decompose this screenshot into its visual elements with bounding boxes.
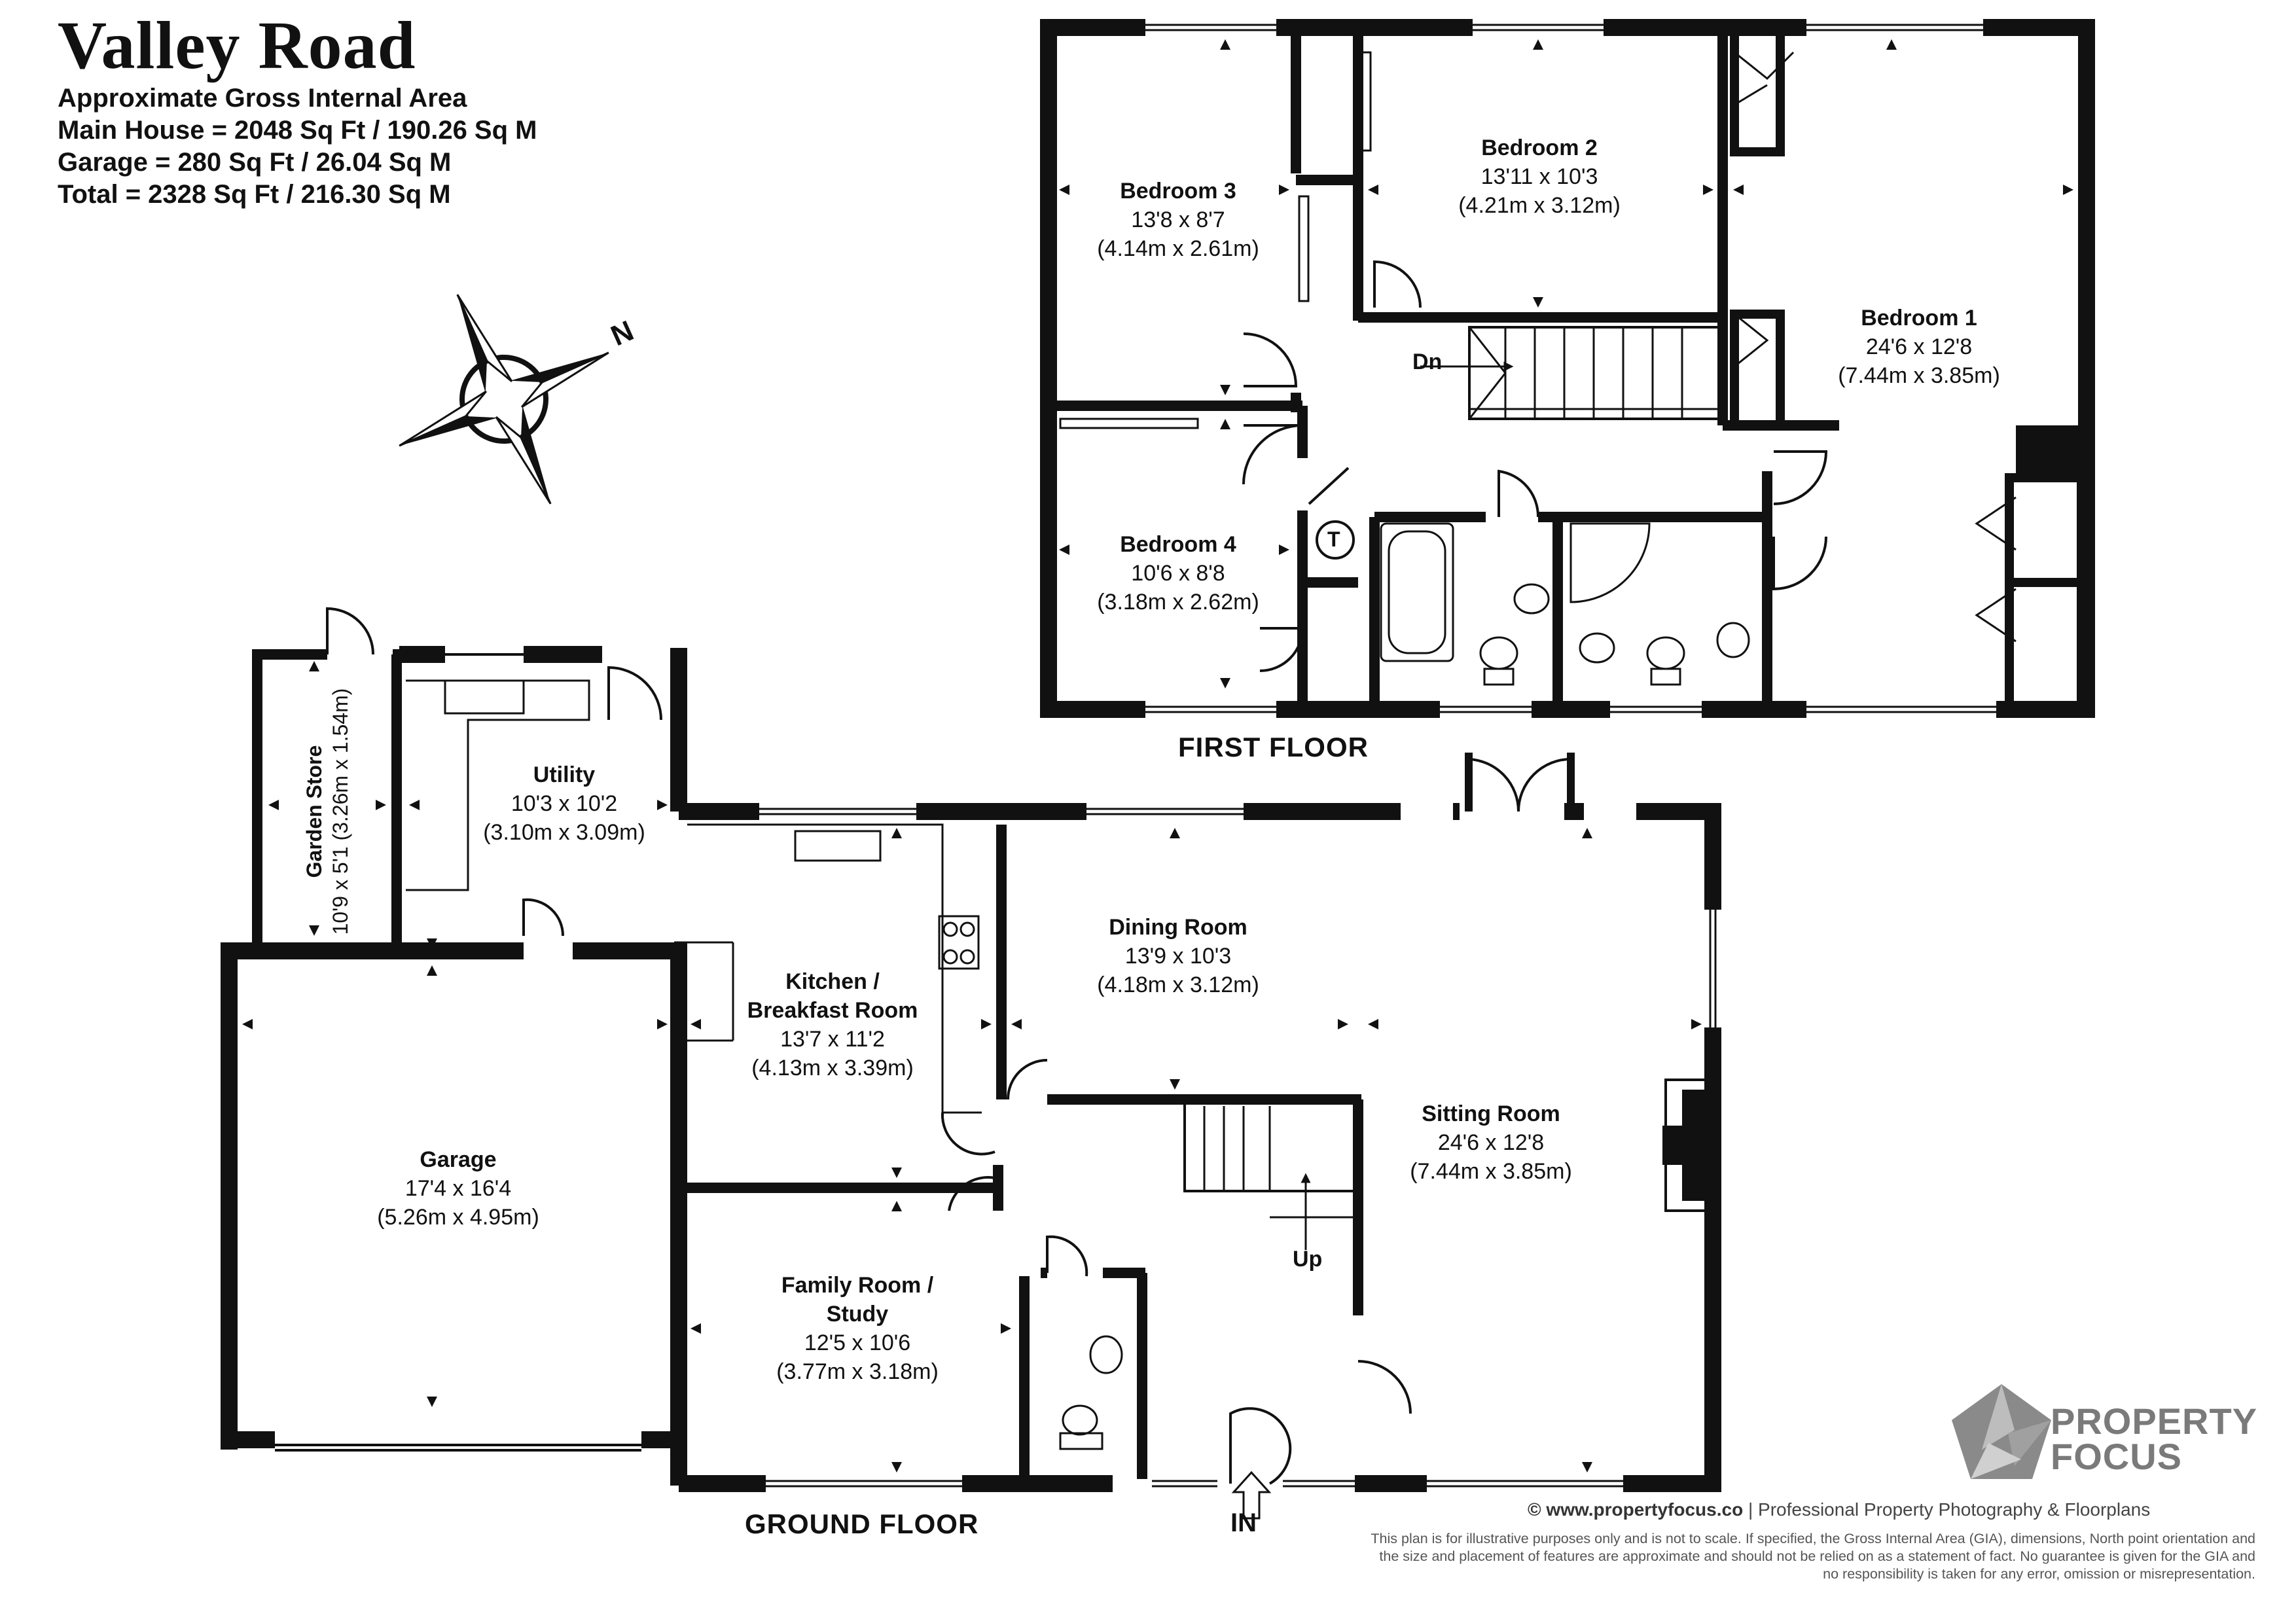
total-area: Total = 2328 Sq Ft / 216.30 Sq M <box>58 180 451 209</box>
room-bedroom-3: Bedroom 3 13'8 x 8'7 (4.14m x 2.61m) <box>1097 179 1259 261</box>
first-floor-windows <box>1145 19 1996 718</box>
floorplan-header: Valley Road Approximate Gross Internal A… <box>58 9 537 211</box>
room-dining: Dining Room 13'9 x 10'3 (4.18m x 3.12m) <box>1097 915 1259 997</box>
area-subtitle: Approximate Gross Internal Area <box>58 84 467 113</box>
room-utility: Utility 10'3 x 10'2 (3.10m x 3.09m) <box>483 762 645 845</box>
room-garden-store: Garden Store 10'9 x 5'1 (3.26m x 1.54m) <box>302 688 352 935</box>
footer-disclaimer: This plan is for illustrative purposes o… <box>1371 1531 2255 1582</box>
entrance-label: IN <box>1230 1508 1257 1537</box>
room-garage: Garage 17'4 x 16'4 (5.26m x 4.95m) <box>377 1147 539 1230</box>
first-floor-label: FIRST FLOOR <box>1178 732 1369 762</box>
footer-tagline: | Professional Property Photography & Fl… <box>1743 1499 2151 1520</box>
room-family-study: Family Room / Study 12'5 x 10'6 (3.77m x… <box>776 1273 939 1384</box>
room-bedroom-4: Bedroom 4 10'6 x 8'8 (3.18m x 2.62m) <box>1097 532 1259 615</box>
first-floor-plan <box>1040 19 2095 718</box>
footer-credit: © www.propertyfocus.co | Professional Pr… <box>1528 1499 2150 1520</box>
brand-wordmark: PROPERTY FOCUS <box>2051 1400 2258 1477</box>
ground-floor-label: GROUND FLOOR <box>745 1508 979 1539</box>
garage-area: Garage = 280 Sq Ft / 26.04 Sq M <box>58 148 452 177</box>
property-title: Valley Road <box>58 8 416 83</box>
room-bedroom-1: Bedroom 1 24'6 x 12'8 (7.44m x 3.85m) <box>1838 306 2000 388</box>
room-kitchen: Kitchen / Breakfast Room 13'7 x 11'2 (4.… <box>747 969 918 1080</box>
ground-floor-plan <box>221 607 1721 1520</box>
brand-line-1: PROPERTY <box>2051 1400 2258 1442</box>
main-house-area: Main House = 2048 Sq Ft / 190.26 Sq M <box>58 116 537 145</box>
room-bedroom-2: Bedroom 2 13'11 x 10'3 (4.21m x 3.12m) <box>1458 135 1621 218</box>
property-focus-logo-mark <box>1952 1384 2051 1479</box>
room-sitting: Sitting Room 24'6 x 12'8 (7.44m x 3.85m) <box>1410 1101 1572 1184</box>
stairs-up-label: Up <box>1293 1247 1323 1272</box>
stairs-down-label: Dn <box>1412 349 1443 374</box>
footer-copyright: © www.propertyfocus.co <box>1528 1499 1744 1520</box>
brand-line-2: FOCUS <box>2051 1436 2182 1477</box>
compass-rose <box>399 294 609 505</box>
cylinder-cupboard-label: T <box>1327 527 1340 551</box>
